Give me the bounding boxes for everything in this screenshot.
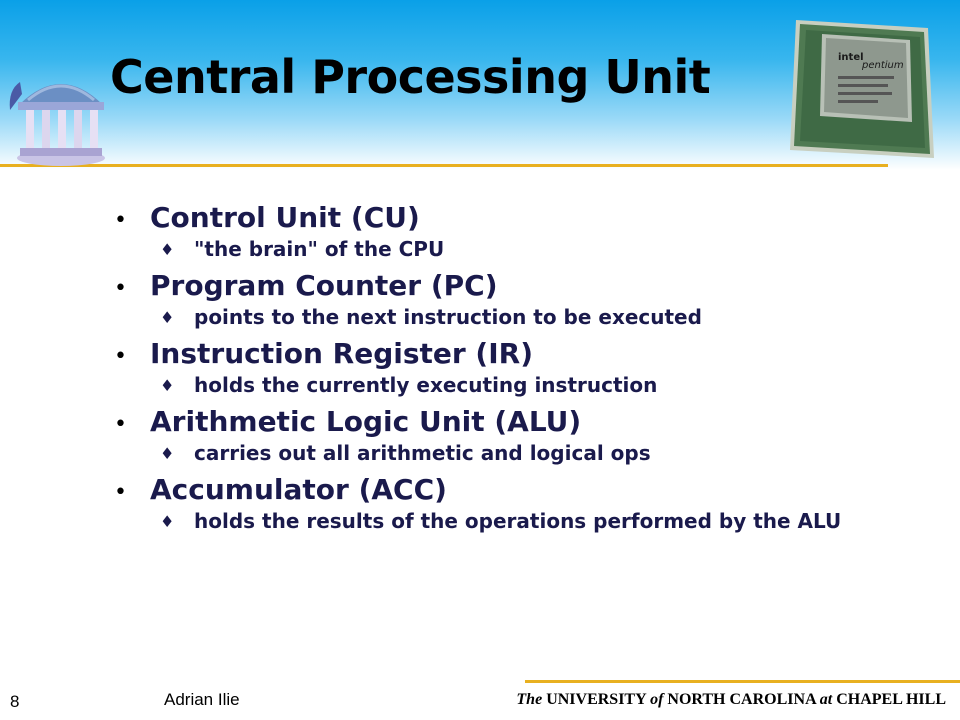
univ-ch: CHAPEL HILL (836, 691, 946, 708)
slide-title: Central Processing Unit (110, 50, 711, 104)
bullet-icon: • (114, 344, 127, 369)
bullet-icon: • (114, 276, 127, 301)
bullet-label: Program Counter (PC) (150, 269, 498, 302)
bullet-icon: • (114, 480, 127, 505)
diamond-bullet-icon: ♦ (160, 512, 175, 531)
page-number: 8 (10, 692, 20, 711)
bullet-item-control-unit: • Control Unit (CU) ♦ "the brain" of the… (114, 198, 914, 262)
bullet-item-program-counter: • Program Counter (PC) ♦ points to the n… (114, 266, 914, 330)
diamond-bullet-icon: ♦ (160, 240, 175, 259)
bullet-icon: • (114, 208, 127, 233)
diamond-bullet-icon: ♦ (160, 308, 175, 327)
footer-university: The UNIVERSITY of NORTH CAROLINA at CHAP… (516, 691, 946, 709)
bullet-label: Instruction Register (IR) (150, 337, 534, 370)
bullet-label: Arithmetic Logic Unit (ALU) (150, 405, 582, 438)
diamond-bullet-icon: ♦ (160, 444, 175, 463)
univ-of: of (650, 691, 664, 708)
bullet-label: Control Unit (CU) (150, 201, 420, 234)
bullet-list: • Control Unit (CU) ♦ "the brain" of the… (114, 198, 914, 538)
sub-bullet-text: points to the next instruction to be exe… (194, 305, 702, 329)
bullet-icon: • (114, 412, 127, 437)
title-underline (0, 164, 888, 167)
sub-bullet-text: carries out all arithmetic and logical o… (194, 441, 651, 465)
chip-product: pentium (861, 60, 904, 71)
bullet-item-instruction-register: • Instruction Register (IR) ♦ holds the … (114, 334, 914, 398)
univ-the: The (516, 691, 543, 708)
sub-bullet-text: holds the currently executing instructio… (194, 373, 658, 397)
univ-at: at (819, 691, 833, 708)
bullet-item-accumulator: • Accumulator (ACC) ♦ holds the results … (114, 470, 914, 534)
diamond-bullet-icon: ♦ (160, 376, 175, 395)
footer-author: Adrian Ilie (164, 690, 240, 709)
bullet-label: Accumulator (ACC) (150, 473, 447, 506)
pentium-chip-icon: intel pentium (790, 20, 934, 158)
footer-divider (525, 680, 960, 683)
univ-university: UNIVERSITY (546, 691, 647, 708)
old-well-logo-icon (9, 82, 105, 166)
univ-nc: NORTH CAROLINA (667, 691, 816, 708)
sub-bullet-text: "the brain" of the CPU (194, 237, 445, 261)
bullet-item-alu: • Arithmetic Logic Unit (ALU) ♦ carries … (114, 402, 914, 466)
chip-brand: intel (838, 52, 864, 63)
sub-bullet-text: holds the results of the operations perf… (194, 509, 842, 533)
